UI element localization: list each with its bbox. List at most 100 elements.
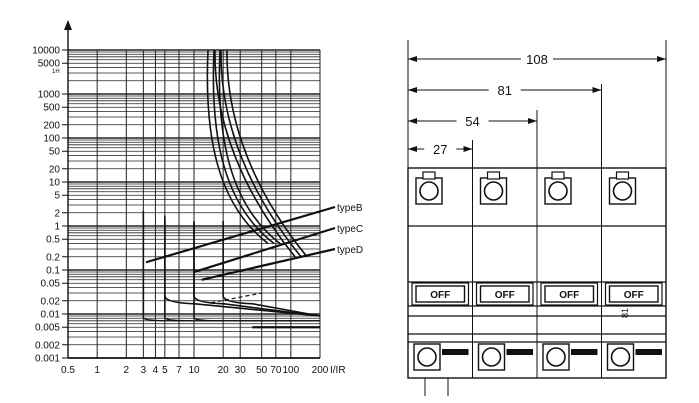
x-tick-label: 200 (312, 365, 329, 376)
dimension-arrow-left (408, 87, 417, 93)
chart-axes (64, 20, 320, 359)
dashed-segment (210, 292, 262, 304)
magnetic-trip-upper (222, 220, 321, 317)
y-tick-label: 1 (54, 222, 60, 233)
series-label: typeD (337, 245, 363, 256)
y-tick-label: 20 (49, 164, 61, 175)
x-tick-label: 70 (270, 365, 282, 376)
leader-line (201, 247, 336, 281)
dimension-arrow-left (408, 56, 417, 62)
busbar-strip (506, 349, 533, 355)
switch-window (544, 285, 595, 303)
y-sub-label: 1H (52, 69, 60, 75)
instant-trip-floor (142, 317, 320, 322)
y-tick-label: 5000 (38, 59, 61, 70)
thermal-curve-lower (206, 49, 269, 245)
dimension-arrow-right (463, 146, 473, 152)
x-tick-label: 7 (176, 365, 182, 376)
y-tick-label: 50 (49, 147, 61, 158)
dimension-arrow-right (657, 56, 666, 62)
x-tick-label: 30 (235, 365, 247, 376)
y-tick-label: 200 (43, 120, 60, 131)
terminal-screw (548, 181, 568, 201)
y-tick-label: 10 (49, 178, 61, 189)
switch-window (479, 285, 530, 303)
terminal-cap (422, 171, 436, 180)
terminal-screw (419, 181, 439, 201)
busbar-strip (571, 349, 598, 355)
dimension-arrow-right (592, 87, 602, 93)
curve-labels: typeB typeC typeD (145, 203, 363, 281)
y-tick-label: 500 (43, 103, 60, 114)
y-tick-label: 100 (43, 134, 60, 145)
y-tick-label: 1000 (38, 90, 61, 101)
dimension-label: 27 (433, 142, 447, 157)
breaker-drawing: OFF OFF OFF OFF 81 (407, 167, 667, 396)
switch-label: OFF (430, 290, 450, 301)
series-label: typeB (337, 203, 363, 214)
terminal-screw (546, 347, 566, 367)
y-tick-label: 0.002 (35, 340, 60, 351)
y-tick-label: 2 (54, 208, 60, 219)
switch-window (415, 285, 466, 303)
x-tick-label: 5 (162, 365, 168, 376)
switch-label: OFF (495, 290, 515, 301)
switch-label: OFF (624, 290, 644, 301)
terminal-screw (417, 347, 437, 367)
dimension-lines: 108 81 54 27 (407, 40, 667, 168)
y-tick-label: 5 (54, 191, 60, 202)
side-label: 81 (620, 308, 630, 318)
x-tick-label: 1 (94, 365, 100, 376)
leader-line (145, 205, 336, 264)
x-tick-label: 3 (141, 365, 147, 376)
dimension-arrow-left (408, 118, 417, 124)
x-tick-label: 100 (283, 365, 300, 376)
y-tick-labels: 10000 5000 1000 500 200 100 50 20 10 5 2 1 0.5 0.2 0.1… (32, 46, 68, 365)
y-tick-label: 0.1 (46, 266, 60, 277)
y-tick-label: 10000 (32, 46, 60, 57)
dimension-arrow-left (408, 146, 417, 152)
terminal-screw (483, 181, 504, 201)
x-tick-label: 10 (188, 365, 200, 376)
terminal-cap (615, 171, 630, 180)
x-tick-label: 0.5 (61, 365, 75, 376)
leader-line (193, 226, 336, 274)
y-tick-label: 0.02 (41, 296, 61, 307)
dimension-label: 108 (526, 52, 548, 67)
dimension-arrow-right (528, 118, 537, 124)
x-tick-label: 4 (153, 365, 159, 376)
thermal-curve-upper (214, 49, 296, 258)
terminal-screw (612, 181, 633, 201)
dimension-label: 81 (498, 83, 512, 98)
thermal-curve-upper (226, 49, 308, 258)
instant-trip-floor (193, 317, 320, 322)
switch-window (608, 285, 659, 303)
magnetic-trip-upper (193, 220, 321, 317)
x-tick-label: 20 (218, 365, 230, 376)
busbar-strip (635, 349, 662, 355)
x-tick-label: 50 (256, 365, 268, 376)
series-label: typeC (337, 224, 363, 235)
y-tick-label: 0.005 (35, 323, 60, 334)
dimension-label: 54 (465, 114, 479, 129)
x-tick-label: 2 (124, 365, 130, 376)
terminal-cap (551, 171, 565, 180)
y-tick-label: 0.001 (35, 354, 60, 365)
magnetic-trip-upper (164, 220, 321, 317)
instant-trip-floor (164, 317, 320, 322)
thermal-curve-upper (220, 49, 302, 258)
terminal-screw (481, 347, 502, 367)
y-tick-label: 0.05 (41, 279, 61, 290)
y-tick-label: 0.5 (46, 235, 60, 246)
switch-label: OFF (559, 290, 579, 301)
y-tick-label: 0.2 (46, 252, 60, 263)
y-tick-label: 0.01 (41, 310, 61, 321)
terminal-cap (486, 171, 501, 180)
thermal-curve-lower (212, 49, 275, 245)
x-axis-label: I/IR (330, 365, 346, 376)
y-axis-arrow (64, 20, 72, 30)
busbar-strip (442, 349, 469, 355)
